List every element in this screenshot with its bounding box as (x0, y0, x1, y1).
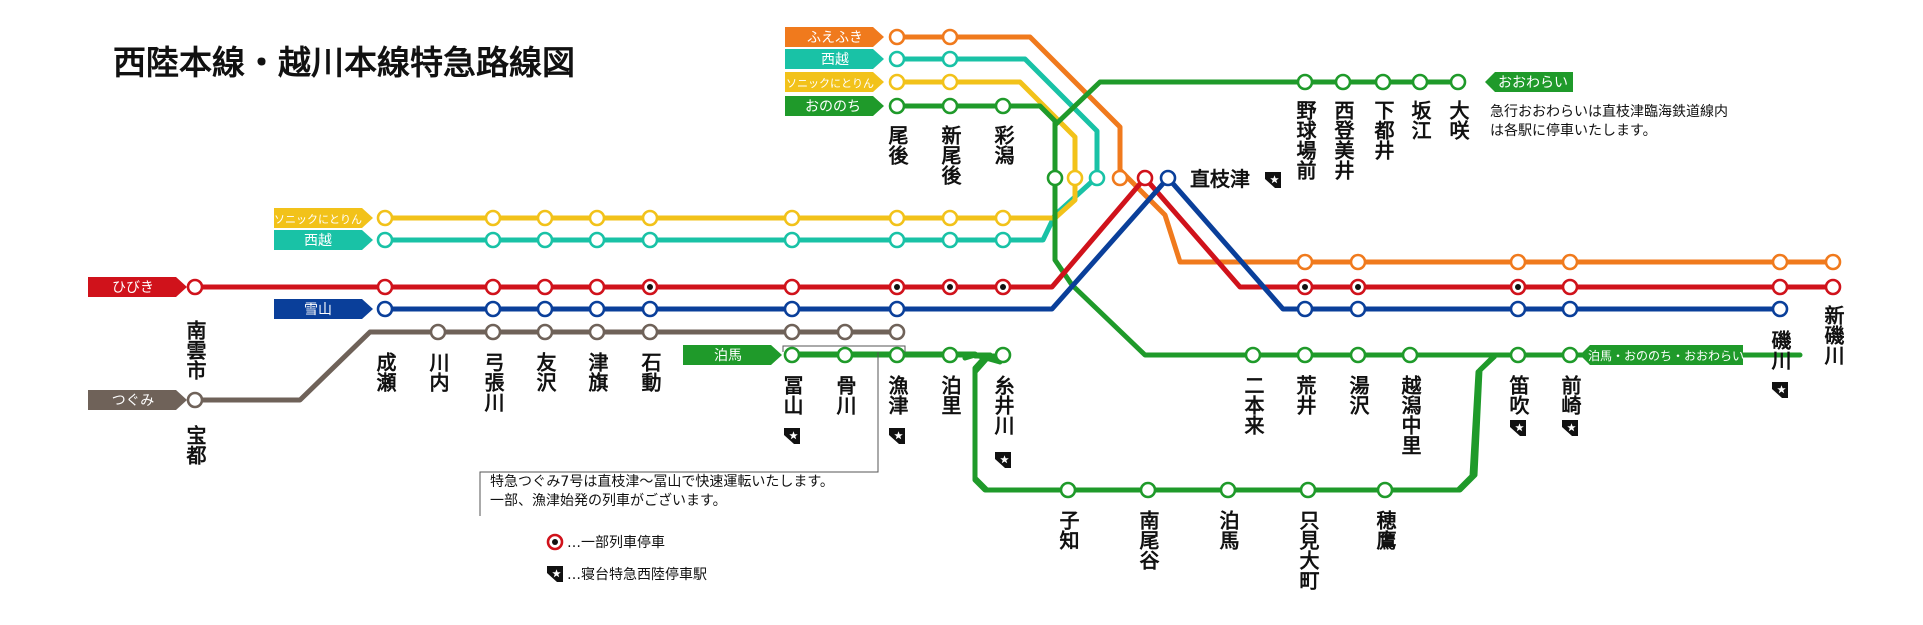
tag-sonic-top: ソニックにとりん (786, 77, 874, 90)
legend-sleeper-stop: …寝台特急西陸停車駅 (567, 566, 707, 583)
sonic-line (382, 79, 1078, 221)
tsugumi-bracket (782, 345, 906, 352)
sleeper-star-icon (1265, 172, 1281, 188)
tag-nishikoshi-left: 西越 (304, 233, 332, 249)
station-shimotsui: 下都井 (1371, 100, 1395, 161)
station-minami-kumo: 南雲市 (183, 320, 207, 380)
station-itoikawa: 糸井川 (991, 374, 1015, 436)
legend-partial-stop: …一部列車停車 (567, 534, 665, 551)
station-yakyujomae: 野球場前 (1293, 100, 1317, 180)
station-nishitomi: 西登美井 (1331, 100, 1355, 181)
station-gyotsu: 漁津 (885, 374, 909, 415)
sleeper-star-icon (547, 566, 563, 582)
tsugumi-line (192, 329, 900, 403)
tag-tsugumi: つぐみ (112, 393, 154, 409)
station-toyama: 冨山 (780, 375, 804, 415)
ooowarai-note-line1: 急行おおわらいは直枝津臨海鉄道線内 (1490, 103, 1728, 120)
legend: …一部列車停車 …寝台特急西陸停車駅 (546, 533, 707, 583)
ooowarai-note-line2: は各駅に停車いたします。 (1490, 122, 1657, 139)
station-oushiri: 尾後 (885, 125, 909, 166)
station-nihongi: 二本来 (1241, 375, 1265, 435)
station-tomari-loop: 泊馬 (1216, 510, 1240, 550)
station-tsuhata: 津旗 (585, 352, 609, 393)
station-fuefuki: 笛吹 (1506, 374, 1530, 416)
tag-fuefuki: ふえふき (807, 30, 863, 46)
station-shin-oushiri: 新尾後 (938, 124, 962, 186)
station-markers (186, 28, 1842, 499)
hibiki-line (192, 175, 1833, 290)
station-houto: 宝都 (183, 424, 207, 466)
station-yumiharikawa: 弓張川 (481, 352, 505, 413)
tag-sonic-left: ソニックにとりん (274, 213, 362, 226)
station-sakae: 坂江 (1408, 100, 1432, 141)
sleeper-star-icon (784, 428, 800, 444)
station-kawauchi: 川内 (426, 352, 450, 392)
station-honegawa: 骨川 (833, 375, 857, 416)
tag-ooowarai: おおわらい (1498, 75, 1568, 91)
station-shin-isokawa: 新磯川 (1821, 304, 1845, 366)
station-koshigata-nakazato: 越潟中里 (1398, 374, 1422, 455)
sleeper-star-icon (1772, 382, 1788, 398)
sleeper-star-icon (1562, 420, 1578, 436)
station-ishidou: 石動 (638, 352, 662, 393)
tag-yukiyama: 雪山 (304, 302, 332, 318)
station-tadami-omachi: 只見大町 (1296, 510, 1320, 590)
station-ayagata: 彩潟 (991, 125, 1015, 165)
sleeper-star-icon (889, 428, 905, 444)
tag-tomari: 泊馬 (714, 348, 742, 364)
sleeper-star-icon (995, 452, 1011, 468)
tag-onoochi: おののち (805, 99, 861, 115)
station-hotaka: 穂鷹 (1373, 509, 1397, 551)
onoochi-line (892, 103, 1803, 358)
station-maesaki: 前崎 (1558, 374, 1582, 415)
tag-combined-right: 泊馬・おののち・おおわらい (1588, 349, 1744, 363)
station-yuzawa: 湯沢 (1346, 375, 1370, 416)
station-naoetsu: 直枝津 (1190, 167, 1250, 191)
station-narise: 成瀬 (373, 351, 397, 393)
tag-hibiki: ひびき (112, 280, 154, 296)
sleeper-star-icon (1510, 420, 1526, 436)
tsugumi-note-line1: 特急つぐみ7号は直枝津～冨山で快速運転いたします。 (490, 473, 834, 490)
tsugumi-note-box: 特急つぐみ7号は直枝津～冨山で快速運転いたします。 一部、漁津始発の列車がござい… (479, 352, 879, 516)
tag-nishikoshi-top: 西越 (821, 52, 849, 68)
station-isokawa: 磯川 (1768, 329, 1792, 371)
station-labels: 南雲市 宝都 成瀬 川内 弓張川 友沢 津旗 石動 冨山 骨川 漁津 泊里 糸井… (183, 100, 1845, 590)
station-osaki: 大咲 (1446, 100, 1470, 141)
station-tomosawa: 友沢 (533, 351, 557, 393)
station-kochi: 子知 (1056, 510, 1080, 551)
service-tags: ふえふき 西越 ソニックにとりん おののち ソニックにとりん 西越 ひびき 雪山… (88, 27, 1744, 410)
station-minami-oya: 南尾谷 (1136, 510, 1160, 571)
station-tomari: 泊里 (938, 375, 962, 415)
tsugumi-note-line2: 一部、漁津始発の列車がございます。 (490, 492, 727, 509)
map-title: 西陸本線・越川本線特急路線図 (113, 43, 575, 82)
station-arai: 荒井 (1293, 374, 1317, 416)
